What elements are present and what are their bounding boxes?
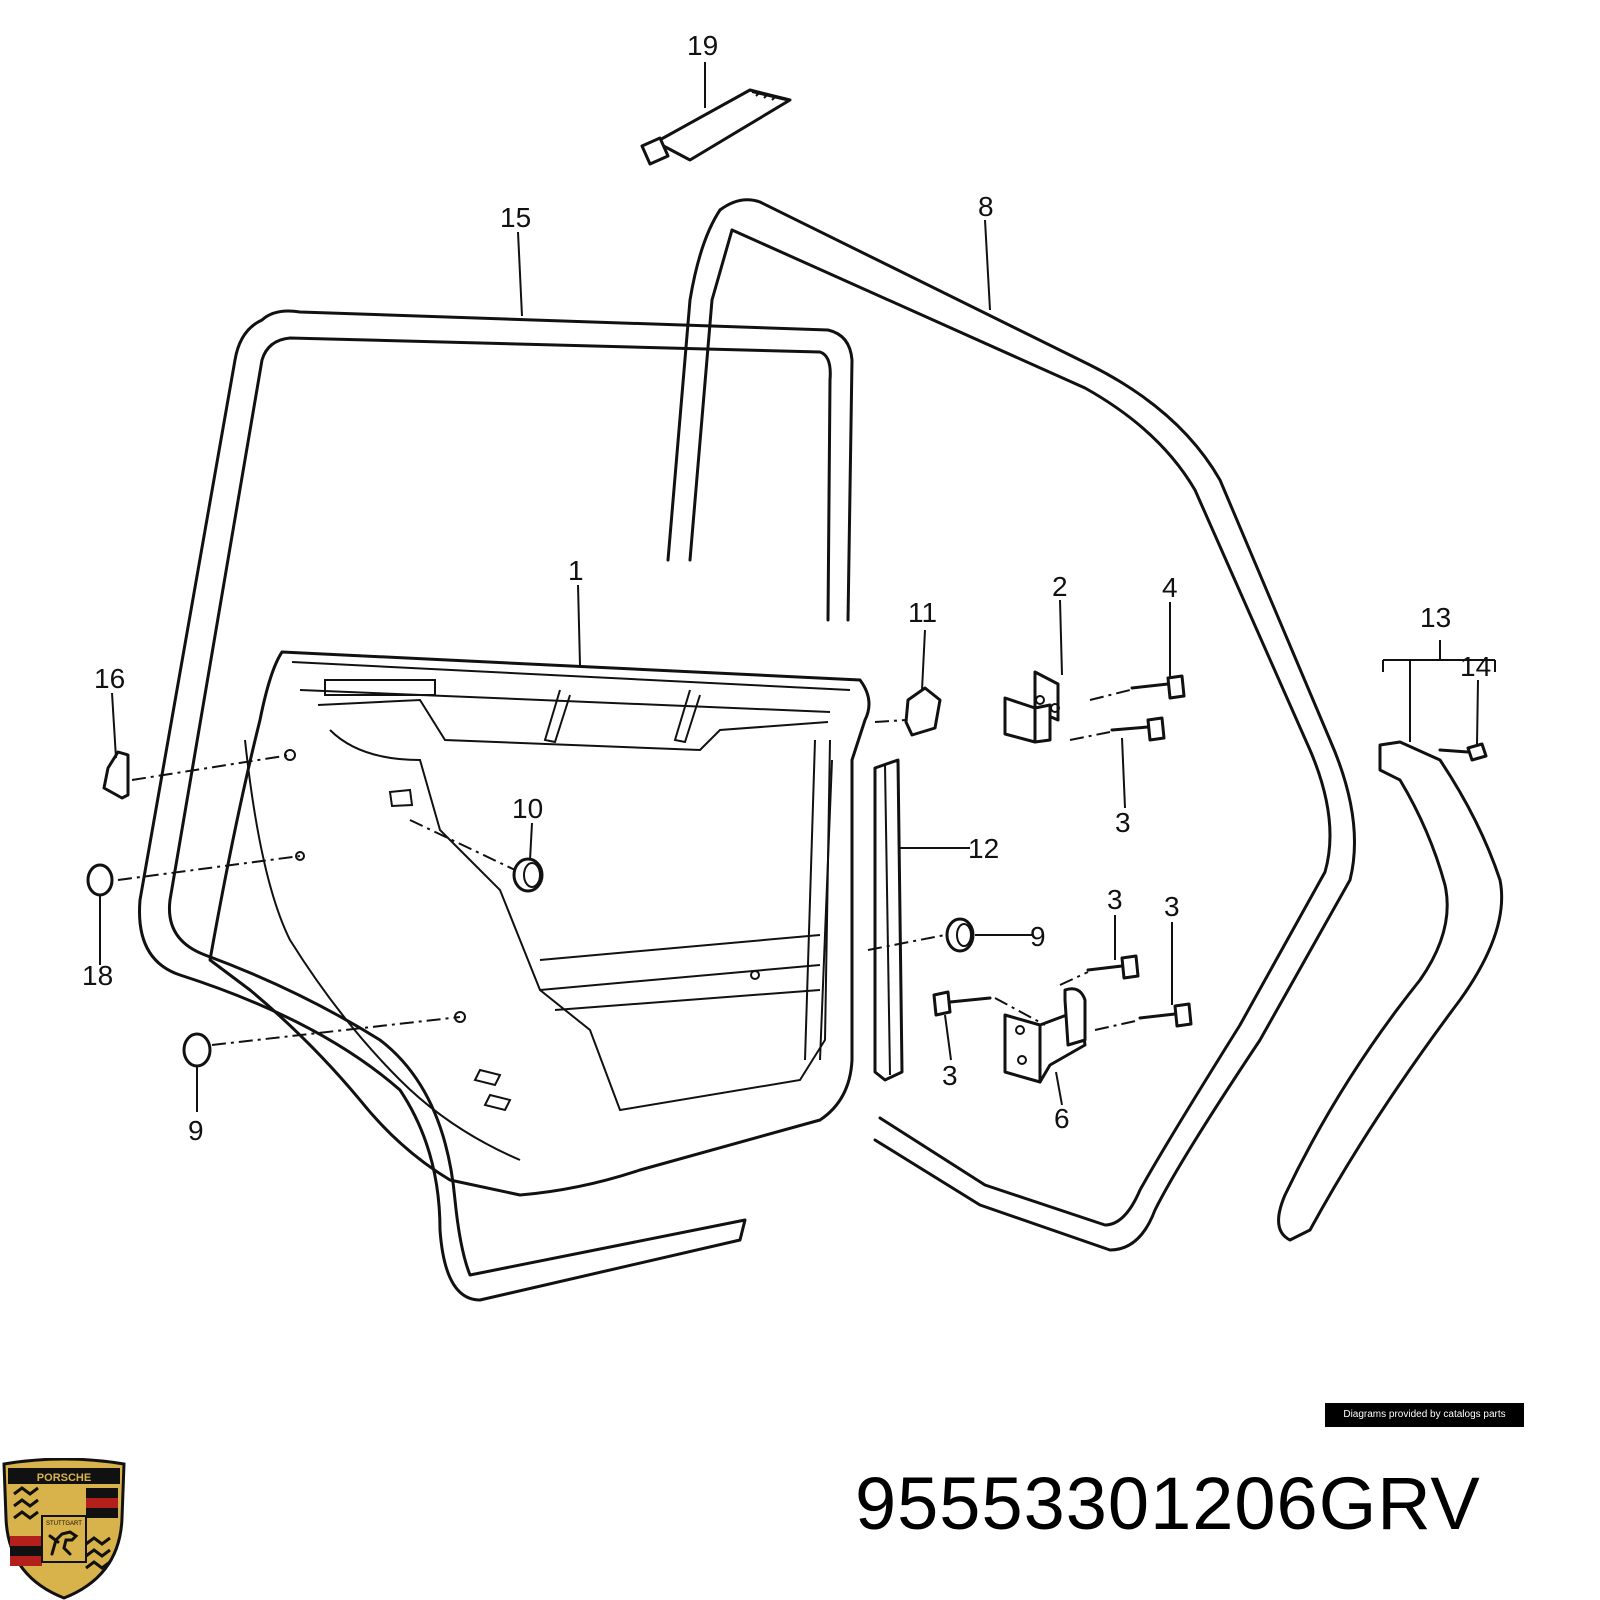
part-2-upper-hinge [1003, 670, 1060, 744]
part-14-clip [1438, 742, 1488, 762]
callout-1: 1 [568, 555, 584, 586]
callout-18: 18 [82, 960, 113, 991]
logo-subtext: STUTTGART [46, 1521, 82, 1527]
part-6-lower-hinge [1003, 987, 1087, 1084]
part-16-cap [102, 750, 130, 800]
callout-13: 13 [1420, 602, 1451, 633]
part-4-bolt [1130, 674, 1186, 700]
part-3-bolt-lower-left [932, 990, 992, 1017]
callout-10: 10 [512, 793, 543, 824]
part-11-clip [904, 686, 942, 737]
callout-11: 11 [908, 597, 937, 628]
callout-labels: 19 15 8 1 2 4 11 13 14 16 10 3 12 3 3 9 … [82, 30, 1491, 1146]
assembly-lines [117, 689, 1141, 1046]
callout-12: 12 [968, 833, 999, 864]
callout-19: 19 [687, 30, 718, 61]
callout-3-middle: 3 [1107, 884, 1123, 915]
part-8-door-seal [666, 198, 1356, 1252]
callout-3-upper: 3 [1115, 807, 1131, 838]
callout-3-lower: 3 [942, 1060, 958, 1091]
callout-15: 15 [500, 202, 531, 233]
callout-9-left: 9 [188, 1115, 204, 1146]
part-12-vertical-strip [873, 758, 904, 1082]
diagram-credit-banner: Diagrams provided by catalogs parts [1325, 1403, 1524, 1427]
porsche-crest-logo: PORSCHE STUTTGART [2, 1458, 126, 1600]
part-15-door-frame-seal [138, 309, 854, 1302]
callout-3-right: 3 [1164, 891, 1180, 922]
part-1-door-shell [208, 650, 871, 1197]
part-9-plug-left [182, 1032, 212, 1068]
callout-4: 4 [1162, 572, 1178, 603]
part-3-bolt-middle [1086, 954, 1140, 980]
callout-9-right: 9 [1030, 921, 1046, 952]
logo-text: PORSCHE [37, 1472, 91, 1484]
callout-14: 14 [1460, 651, 1491, 682]
part-19-sealant-tube [640, 88, 792, 166]
part-18-plug [86, 863, 114, 897]
callout-6: 6 [1054, 1103, 1070, 1134]
leader-lines [99, 62, 1496, 1112]
callout-16: 16 [94, 663, 125, 694]
part-3-bolt-lower-right [1138, 1002, 1193, 1028]
part-number: 95553301206GRV [855, 1462, 1481, 1545]
part-13-trim-strip [1277, 740, 1504, 1242]
part-3-bolt-upper [1110, 716, 1166, 742]
part-9-plug-right [945, 917, 975, 953]
callout-2: 2 [1052, 571, 1068, 602]
part-10-plug [512, 857, 544, 893]
callout-8: 8 [978, 191, 994, 222]
